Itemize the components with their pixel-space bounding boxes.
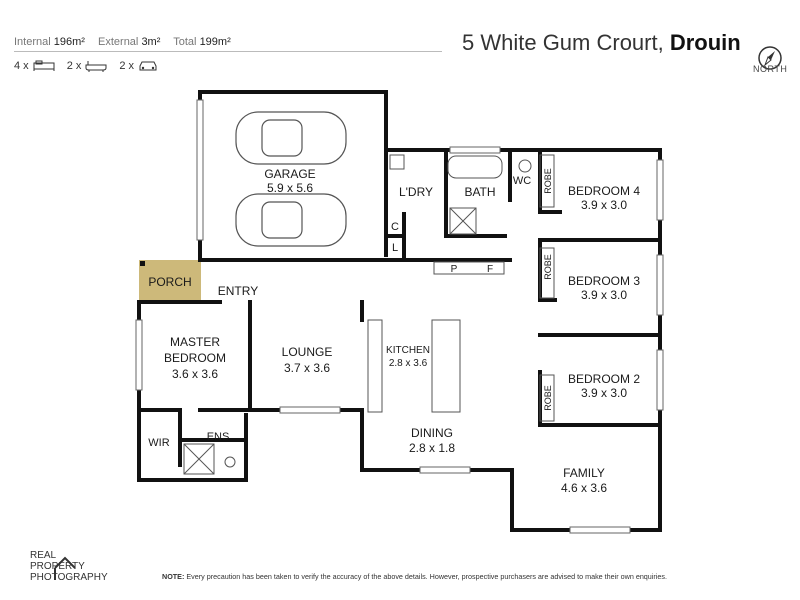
compass-label: NORTH <box>753 64 788 74</box>
total-value: 199m² <box>199 36 231 48</box>
car-graphics <box>235 111 347 247</box>
bedroom4-name: BEDROOM 4 <box>568 184 640 198</box>
feature-counts: 4 x 2 x 2 x <box>14 60 166 72</box>
brand-line3: PHOTOGRAPHY <box>30 572 108 583</box>
master-name-line1: MASTER <box>170 335 220 349</box>
lounge-name: LOUNGE <box>282 345 333 359</box>
brand-logo-icon <box>54 556 76 580</box>
bed-icon <box>33 60 55 71</box>
f-label: F <box>487 264 493 275</box>
master-size: 3.6 x 3.6 <box>172 367 218 381</box>
entry-name: ENTRY <box>218 284 258 298</box>
suburb-name: Drouin <box>669 30 741 55</box>
laundry-name: L'DRY <box>399 185 433 199</box>
area-stats: Internal 196m² External 3m² Total 199m² <box>14 36 241 48</box>
internal-value: 196m² <box>53 36 85 48</box>
wir-name: WIR <box>148 437 169 449</box>
brand-name: REAL PROPERTY PHOTOGRAPHY <box>30 550 130 583</box>
porch-name: PORCH <box>148 275 191 289</box>
master-name-line2: BEDROOM <box>164 351 226 365</box>
note-text: Every precaution has been taken to verif… <box>184 572 667 581</box>
street-address: 5 White Gum Crourt, <box>462 30 664 55</box>
robe4-label: ROBE <box>543 168 553 194</box>
garage-name: GARAGE <box>264 167 315 181</box>
compass-icon <box>758 46 782 70</box>
external-label: External <box>98 36 139 48</box>
kitchen-name: KITCHEN <box>386 345 430 356</box>
dining-name: DINING <box>411 426 453 440</box>
wc-name: WC <box>513 175 531 187</box>
external-value: 3m² <box>141 36 161 48</box>
porch-post <box>140 261 145 266</box>
bath-icon <box>85 61 107 72</box>
dining-size: 2.8 x 1.8 <box>409 441 455 455</box>
porch-area <box>139 260 201 302</box>
c-label: C <box>391 221 399 233</box>
brand-line1: REAL <box>30 550 57 561</box>
fixtures <box>183 154 555 475</box>
bath-name: BATH <box>464 185 495 199</box>
internal-label: Internal <box>14 36 51 48</box>
family-name: FAMILY <box>563 466 605 480</box>
ens-name: ENS <box>207 431 230 443</box>
header-divider <box>14 51 442 52</box>
property-address: 5 White Gum Crourt, Drouin <box>462 30 741 56</box>
bath-count: 2 x <box>66 60 82 72</box>
disclaimer-note: NOTE: Every precaution has been taken to… <box>162 572 667 581</box>
bedroom3-name: BEDROOM 3 <box>568 274 640 288</box>
l-label: L <box>392 242 398 254</box>
garage-size: 5.9 x 5.6 <box>267 181 313 195</box>
brand-line2: PROPERTY <box>30 561 85 572</box>
total-label: Total <box>173 36 197 48</box>
room-labels: GARAGE 5.9 x 5.6 L'DRY BATH WC C L P F B… <box>148 167 640 495</box>
walls <box>137 90 662 532</box>
car-icon <box>139 61 157 71</box>
car-count: 2 x <box>119 60 135 72</box>
robe3-label: ROBE <box>543 254 553 280</box>
kitchen-size: 2.8 x 3.6 <box>389 358 428 369</box>
note-label: NOTE: <box>162 572 185 581</box>
robe2-label: ROBE <box>543 385 553 411</box>
bedroom3-size: 3.9 x 3.0 <box>581 288 627 302</box>
bedroom2-size: 3.9 x 3.0 <box>581 386 627 400</box>
windows <box>135 99 664 534</box>
lounge-size: 3.7 x 3.6 <box>284 361 330 375</box>
family-size: 4.6 x 3.6 <box>561 481 607 495</box>
bedroom4-size: 3.9 x 3.0 <box>581 198 627 212</box>
p-label: P <box>451 264 458 275</box>
bedroom2-name: BEDROOM 2 <box>568 372 640 386</box>
bed-count: 4 x <box>14 60 29 72</box>
